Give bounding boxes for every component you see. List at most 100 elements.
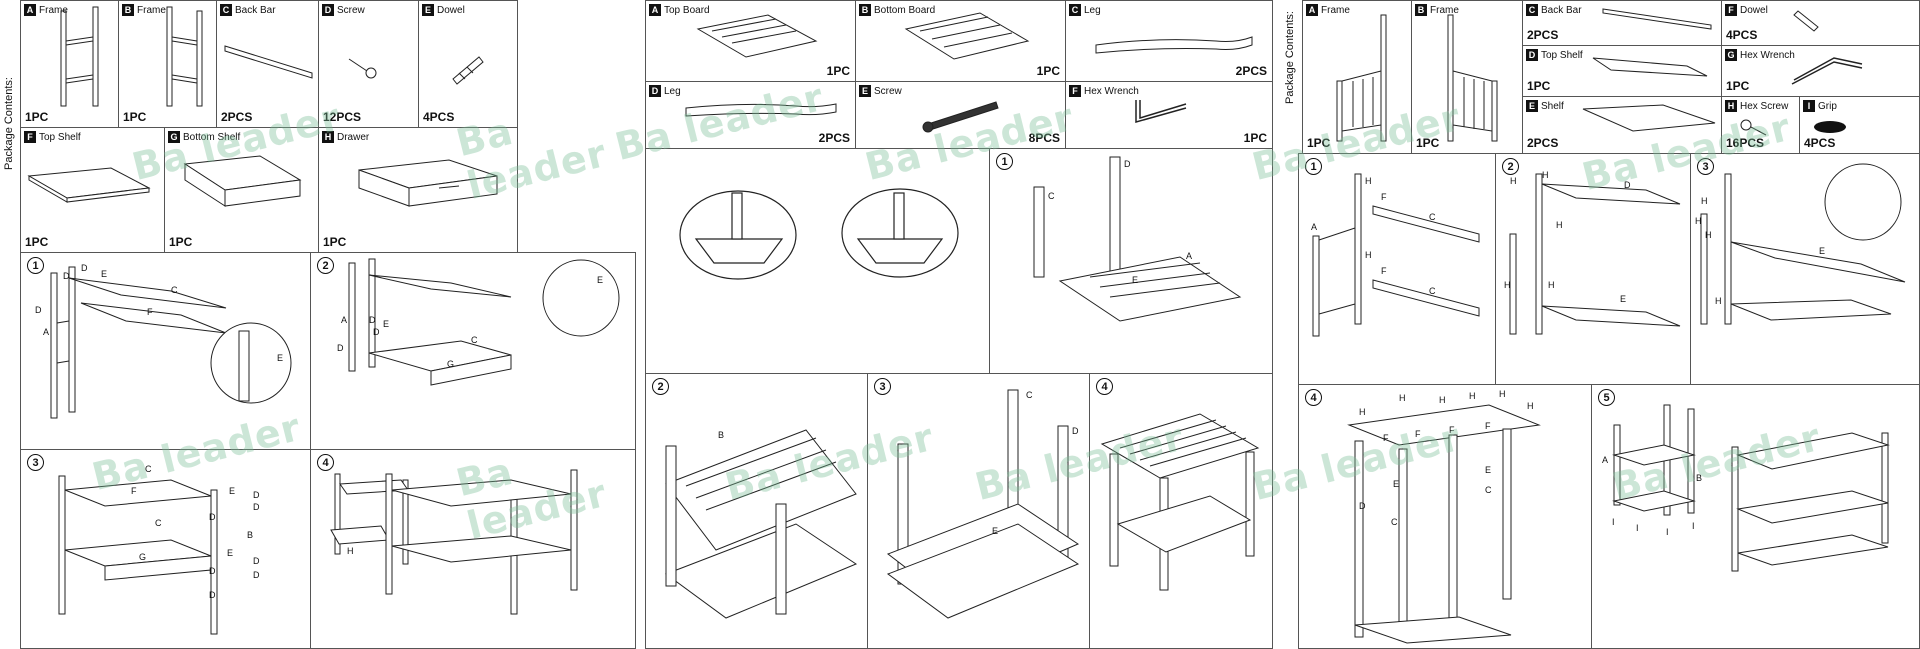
part-qty: 1PC — [323, 235, 347, 249]
part-name: Leg — [1084, 4, 1101, 16]
diagram-label: H — [1504, 280, 1511, 290]
part-qty: 4PCS — [423, 110, 455, 124]
diagram-label: C — [471, 335, 478, 345]
part-letter: A — [649, 4, 661, 16]
part-qty: 2PCS — [1235, 64, 1267, 78]
diagram-label: H — [1510, 176, 1517, 186]
diagram-label: H — [1399, 393, 1406, 403]
dowel-icon — [452, 56, 484, 85]
part-name: Grip — [1818, 100, 1837, 112]
assembly-step-2: 2 B — [645, 373, 868, 649]
step-diagram: C F C G E D D B E D D D D D — [58, 464, 260, 635]
diagram-label: H — [1469, 391, 1476, 401]
diagram-label: E — [597, 275, 603, 285]
back-bar-drawing — [224, 45, 313, 79]
diagram-label: F — [147, 307, 153, 317]
hex-wrench-icon — [1135, 100, 1187, 123]
step-number: 2 — [1502, 158, 1519, 175]
part-name: Frame — [1430, 4, 1459, 16]
part-letter: C — [220, 4, 232, 16]
grip-icon — [1814, 121, 1846, 133]
diagram-label: H — [1715, 296, 1722, 306]
diagram-label: B — [1696, 473, 1702, 483]
part-qty: 2PCS — [818, 131, 850, 145]
part-name: Hex Wrench — [1740, 49, 1795, 61]
diagram-label: C — [1048, 191, 1055, 201]
diagram-label: H — [1701, 196, 1708, 206]
diagram-label: A — [1311, 222, 1317, 232]
diagram-label: I — [1612, 517, 1615, 527]
step-number: 4 — [1305, 389, 1322, 406]
diagram-label: E — [227, 548, 233, 558]
assembly-step-3: 3 H H H E H — [1690, 153, 1920, 385]
part-qty: 12PCS — [323, 110, 362, 124]
part-letter: A — [1306, 4, 1318, 16]
part-letter: B — [1415, 4, 1427, 16]
part-name: Leg — [664, 85, 681, 97]
diagram-label: F — [1415, 429, 1421, 439]
step-diagram: H H H H H H F F F F E E C C D — [1347, 389, 1541, 644]
part-name: Back Bar — [235, 4, 276, 16]
part-name: Screw — [337, 4, 365, 16]
bottom-board-drawing — [904, 12, 1030, 60]
diagram-label: E — [277, 353, 283, 363]
part-letter: B — [859, 4, 871, 16]
assembly-step-2: 2 A D D E C D G E — [310, 252, 636, 450]
diagram-label: D — [253, 570, 260, 580]
part-qty: 4PCS — [1804, 136, 1836, 150]
part-name: Hex Wrench — [1084, 85, 1139, 97]
step-diagram: H H D H E H H — [1504, 170, 1681, 335]
part-qty: 1PC — [1527, 79, 1551, 93]
step-number: 2 — [652, 378, 669, 395]
diagram-label: H — [1705, 230, 1712, 240]
step-diagram: B — [664, 429, 858, 619]
diagram-label: E — [1393, 479, 1399, 489]
step-number: 1 — [27, 257, 44, 274]
part-name: Shelf — [1541, 100, 1564, 112]
detail-circles-drawing — [679, 188, 959, 280]
part-letter: F — [24, 131, 36, 143]
part-qty: 2PCS — [1527, 28, 1559, 42]
diagram-label: A — [341, 315, 347, 325]
step-number: 3 — [1697, 158, 1714, 175]
part-name: Drawer — [337, 131, 370, 143]
diagram-label: D — [373, 327, 380, 337]
step-diagram: A D D E C D G E — [337, 258, 620, 386]
part-qty: 1PC — [25, 110, 49, 124]
diagram-label: H — [347, 546, 354, 556]
frame-drawing — [1447, 14, 1498, 142]
part-letter: C — [1526, 4, 1538, 16]
part-name: Frame — [39, 4, 68, 16]
diagram-label: D — [253, 556, 260, 566]
diagram-label: A — [43, 327, 49, 337]
part-name: Top Shelf — [39, 131, 81, 143]
part-qty: 1PC — [123, 110, 147, 124]
diagram-label: E — [1485, 465, 1491, 475]
